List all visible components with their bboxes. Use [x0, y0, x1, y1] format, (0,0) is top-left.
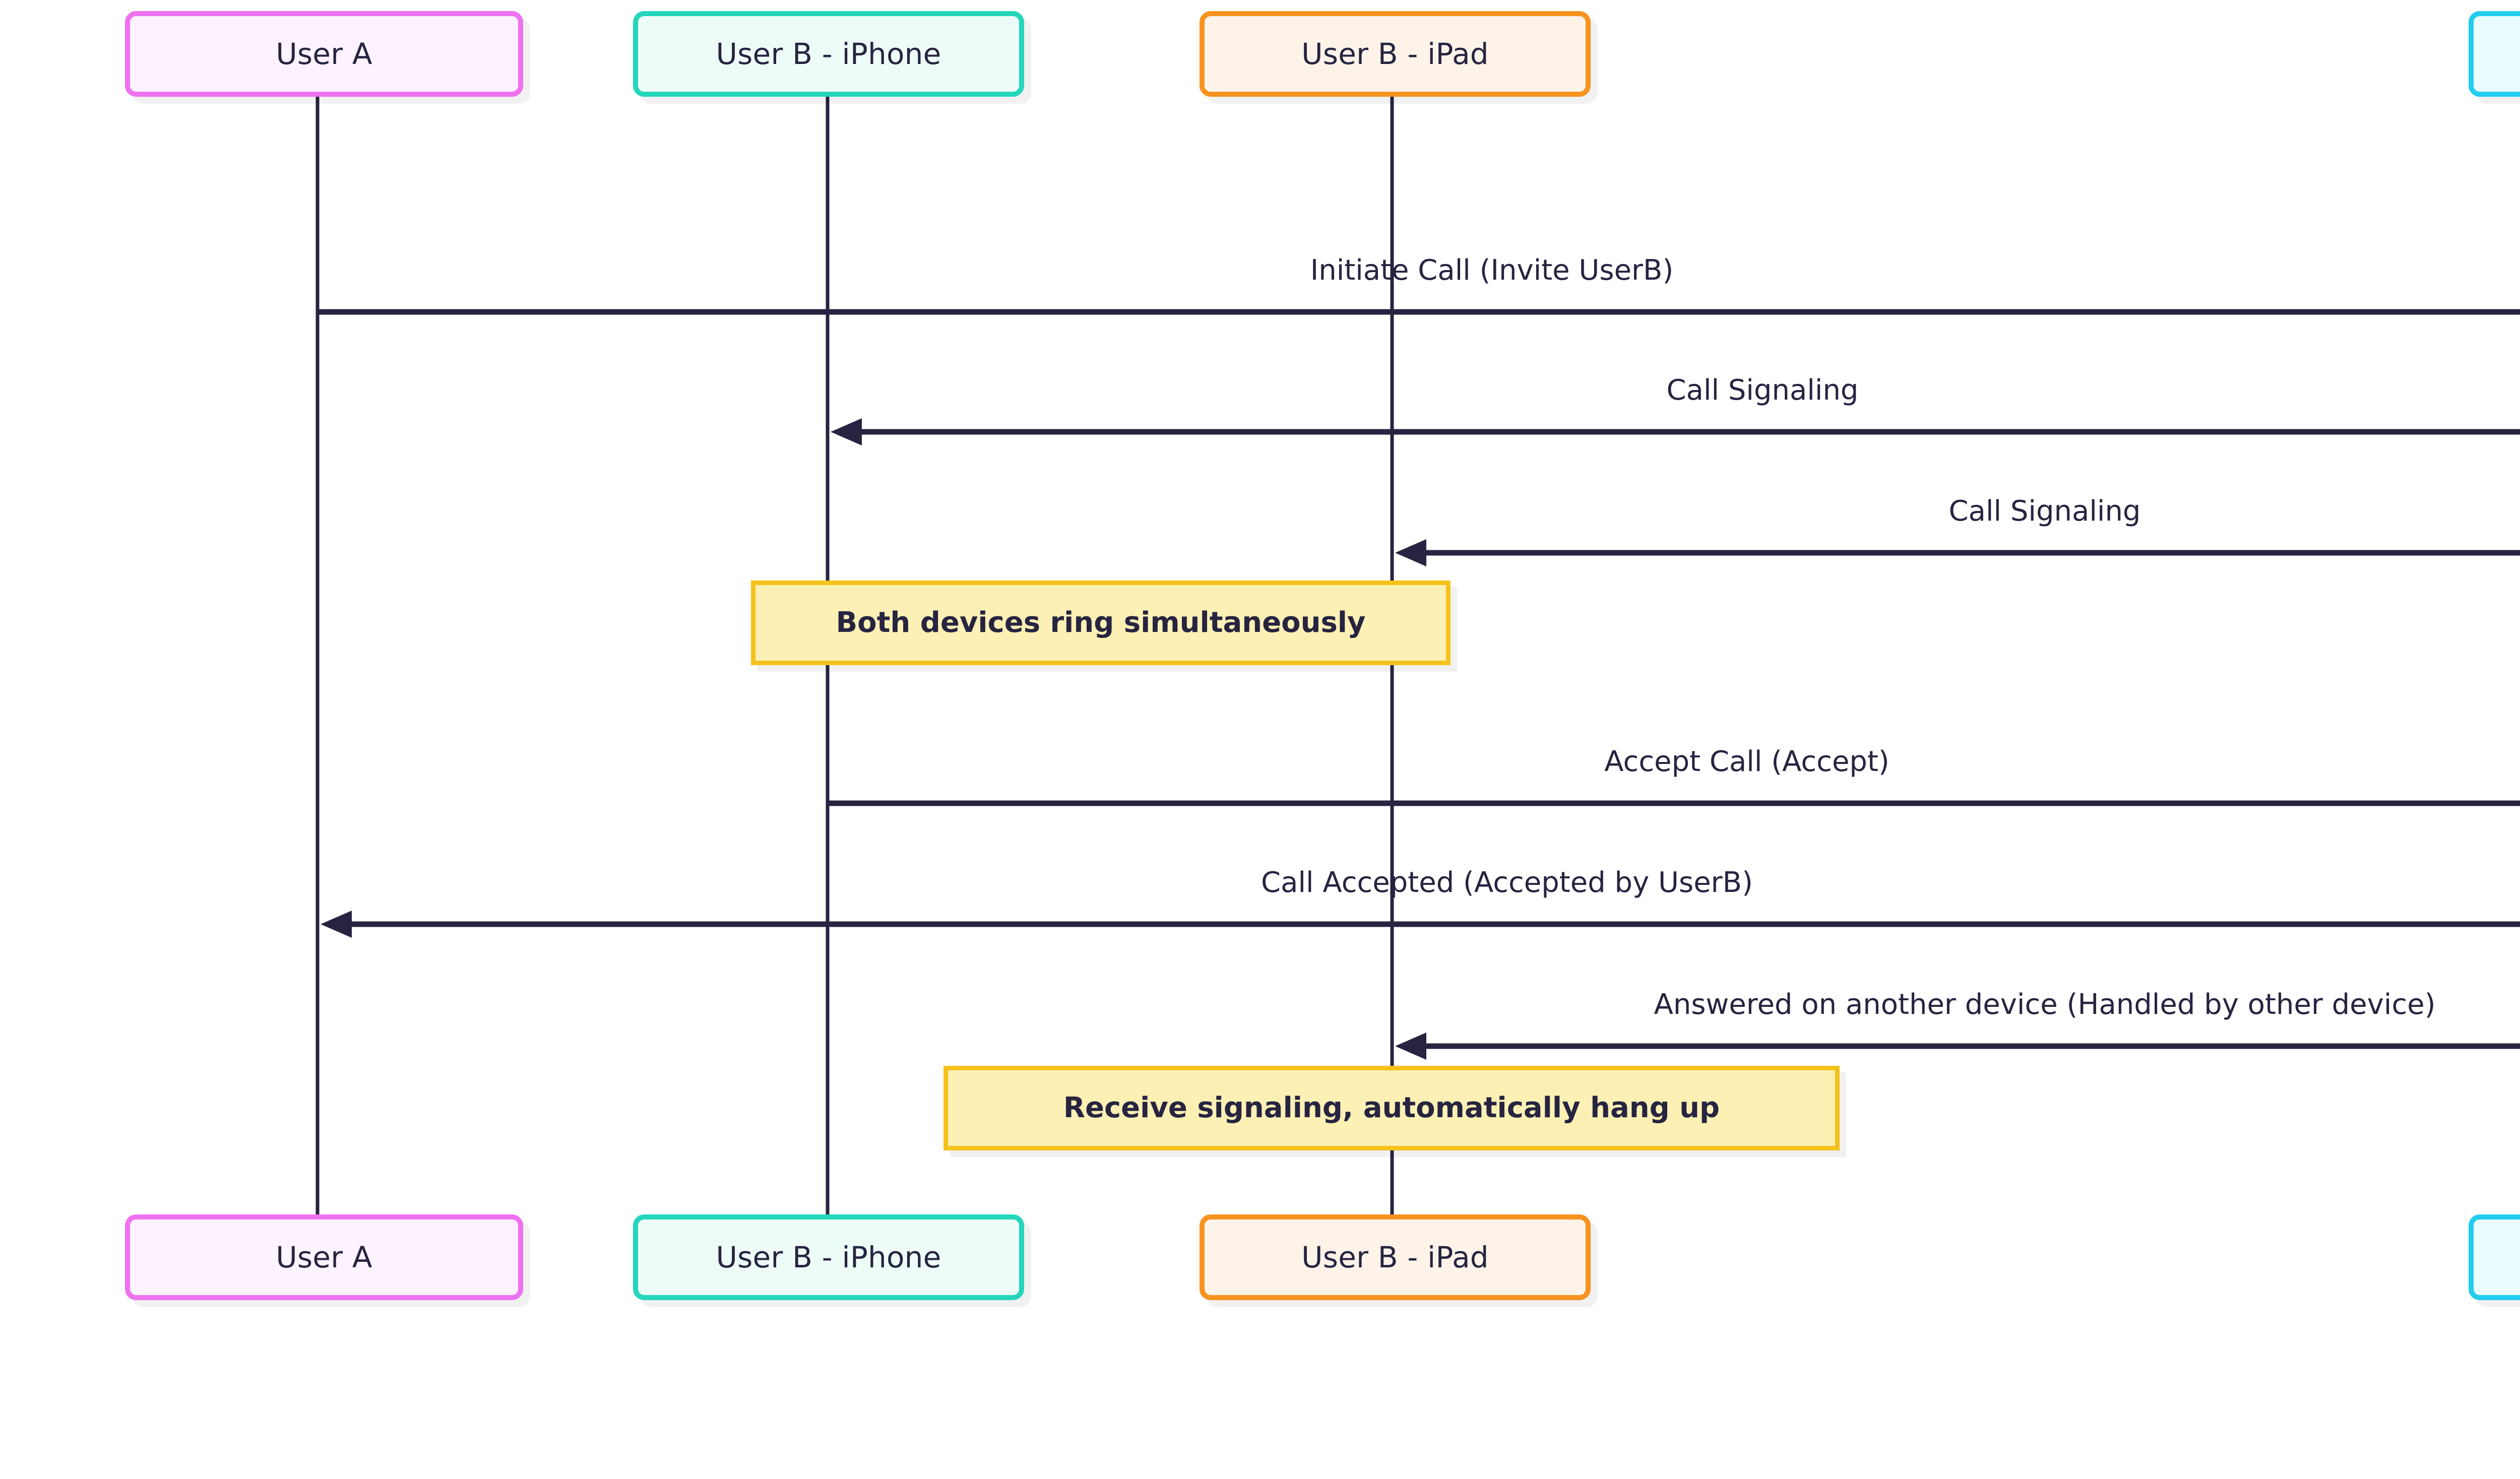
message-label-m6: Answered on another device (Handled by o… — [1654, 988, 2436, 1021]
arrow-head-icon — [831, 418, 862, 445]
message-arrow-m3 — [1395, 539, 2520, 566]
message-label-m2: Call Signaling — [1666, 374, 1859, 407]
actor-box-server-top[interactable]: TUICallKit Server — [2469, 11, 2520, 97]
actor-box-userA-top[interactable]: User A — [125, 11, 523, 97]
note-box-n1: Both devices ring simultaneously — [751, 581, 1451, 665]
actor-label-ipad-top: User B - iPad — [1301, 37, 1489, 71]
actor-box-iphone-bottom[interactable]: User B - iPhone — [633, 1214, 1024, 1300]
message-arrow-m6 — [1395, 1033, 2520, 1060]
note-text-n1: Both devices ring simultaneously — [836, 606, 1366, 639]
message-arrow-m5 — [321, 911, 2520, 938]
message-arrow-m1 — [318, 309, 2520, 315]
actor-box-ipad-bottom[interactable]: User B - iPad — [1200, 1214, 1591, 1300]
actor-label-ipad-bottom: User B - iPad — [1301, 1240, 1489, 1274]
message-arrow-m2 — [831, 418, 2520, 445]
message-label-m4: Accept Call (Accept) — [1604, 745, 1889, 778]
actor-label-iphone-top: User B - iPhone — [716, 37, 941, 71]
actor-box-ipad-top[interactable]: User B - iPad — [1200, 11, 1591, 97]
message-label-m1: Initiate Call (Invite UserB) — [1310, 254, 1674, 287]
actor-label-userA-bottom: User A — [276, 1240, 372, 1274]
message-label-m3: Call Signaling — [1948, 495, 2141, 528]
arrow-head-icon — [1395, 1033, 1426, 1060]
actor-box-userA-bottom[interactable]: User A — [125, 1214, 523, 1300]
arrow-head-icon — [321, 911, 352, 938]
actor-box-iphone-top[interactable]: User B - iPhone — [633, 11, 1024, 97]
note-text-n2: Receive signaling, automatically hang up — [1063, 1091, 1720, 1124]
actor-label-iphone-bottom: User B - iPhone — [716, 1240, 941, 1274]
message-arrow-m4 — [828, 800, 2520, 806]
message-label-m5: Call Accepted (Accepted by UserB) — [1261, 866, 1753, 899]
arrow-head-icon — [1395, 539, 1426, 566]
message-arrows-group — [318, 309, 2520, 1060]
note-box-n2: Receive signaling, automatically hang up — [943, 1066, 1840, 1150]
actor-box-server-bottom[interactable]: TUICallKit Server — [2469, 1214, 2520, 1300]
actor-label-userA-top: User A — [276, 37, 372, 71]
